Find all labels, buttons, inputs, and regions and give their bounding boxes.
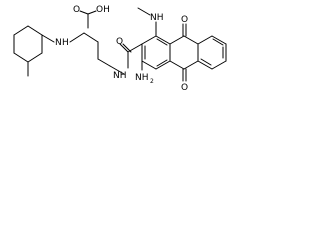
amide-oxygen-label: O — [116, 37, 123, 47]
chemical-structure: N H O OH NH O — [13, 5, 227, 93]
secondary-amine-h-label: H — [62, 38, 69, 48]
methylamino-group: NH — [137, 7, 164, 37]
amide-nh-label: NH — [113, 71, 127, 81]
secondary-amine-label: N — [55, 38, 62, 48]
anthraquinone-core: O O — [141, 15, 227, 93]
methylamino-nh-label: NH — [150, 13, 164, 23]
amino-nh2-label: NH — [135, 73, 149, 83]
acid-oxygen-label: O — [73, 5, 80, 15]
quinone-oxygen-top-label: O — [181, 15, 188, 25]
amide-group: NH O — [113, 37, 143, 81]
acetic-acid: O OH — [73, 5, 110, 29]
aminopropyl-chain: N H — [55, 32, 125, 75]
quinone-oxygen-bottom-label: O — [181, 83, 188, 93]
amino-nh2-subscript: 2 — [150, 78, 154, 85]
methylcyclohexyl-group — [13, 25, 55, 77]
amino-group: NH 2 — [135, 60, 154, 85]
acid-hydroxyl-label: OH — [96, 5, 110, 15]
